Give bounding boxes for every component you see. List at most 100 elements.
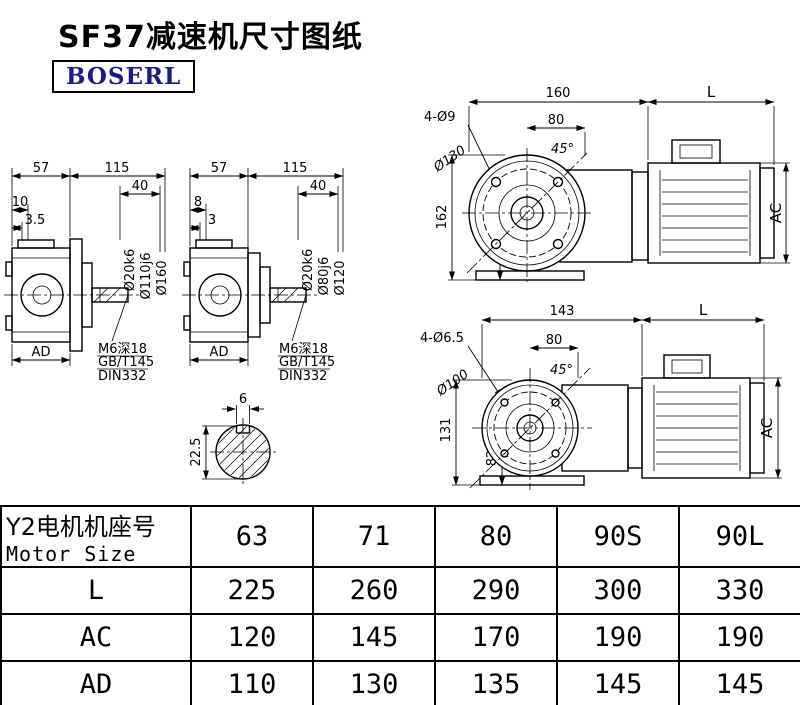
table-cell: 170 <box>434 613 558 662</box>
dimension-lines-view4 <box>453 317 781 486</box>
dim-131: 131 <box>439 418 454 443</box>
dim-AD-view2: AD <box>210 345 229 360</box>
dim-160: 160 <box>546 86 571 101</box>
table-cell: 260 <box>312 566 436 615</box>
dim-115: 115 <box>105 161 130 176</box>
base-foot-bottom <box>479 475 585 486</box>
dim-L-bottom: L <box>699 301 708 319</box>
bolt-hole <box>500 398 509 407</box>
dim-spigot-dia-view2: Ø80j6 <box>317 257 332 296</box>
table-cell: 120 <box>190 613 314 662</box>
dimension-lines-view1 <box>11 173 166 363</box>
flange-motor-view-top: 160 L 80 4-Ø9 45° Ø130 162 82 AC <box>424 83 790 282</box>
dim-AC-bottom: AC <box>758 418 776 438</box>
tap-hole-note-view1: M6深18 GB/T145 DIN332 <box>97 294 154 384</box>
brand-text: BOSERL <box>66 63 182 90</box>
dim-flange-dia-view1: Ø160 <box>155 260 170 295</box>
base-foot-top <box>475 270 585 281</box>
col-size-71: 71 <box>312 505 436 568</box>
dim-spigot-dia-view1: Ø110j6 <box>139 253 154 300</box>
dim-6: 6 <box>239 392 247 407</box>
dim-flange-dia-view2: Ø120 <box>333 260 348 295</box>
header-line-cn: Y2电机机座号 <box>6 513 156 541</box>
table-cell: 110 <box>190 660 314 705</box>
table-header-row: Y2电机机座号 Motor Size 63 71 80 90S 90L <box>0 505 800 568</box>
dim-80-top: 80 <box>548 113 565 128</box>
dim-AD: AD <box>32 345 51 360</box>
table-cell: 190 <box>556 613 680 662</box>
dim-bolt-circle-top: Ø130 <box>431 143 469 176</box>
note-line-1-view1: M6深18 <box>98 342 147 357</box>
dim-shaft-dia-view2: Ø20k6 <box>301 249 316 292</box>
dim-40: 40 <box>132 179 149 194</box>
col-size-80: 80 <box>434 505 558 568</box>
dim-10: 10 <box>12 195 29 210</box>
flange-motor-view-bottom: 143 L 80 4-Ø6.5 45° Ø100 131 82 AC <box>420 301 782 490</box>
table-cell: 135 <box>434 660 558 705</box>
dim-115-view2: 115 <box>283 161 308 176</box>
motor-side-view-bottom <box>641 354 765 479</box>
bolt-hole <box>551 449 560 458</box>
brand-logo: BOSERL <box>52 60 196 93</box>
col-size-63: 63 <box>190 505 314 568</box>
note-line-2-view2: GB/T145 <box>279 355 335 370</box>
note-line-1-view2: M6深18 <box>279 342 328 357</box>
col-size-90S: 90S <box>556 505 680 568</box>
table-cell: 290 <box>434 566 558 615</box>
dim-162: 162 <box>435 205 450 230</box>
dim-57: 57 <box>33 161 50 176</box>
dim-22-5: 22.5 <box>189 438 204 467</box>
section-hatching <box>217 426 269 478</box>
housing-outline-view1 <box>5 238 129 352</box>
technical-drawing-canvas: 57 115 40 10 3.5 AD <box>4 83 790 490</box>
row-label-AD: AD <box>0 660 192 705</box>
housing-outline-view2 <box>183 239 307 343</box>
dim-bolt-holes-top: 4-Ø9 <box>424 110 455 125</box>
table-cell: 145 <box>678 660 800 705</box>
dim-3-5: 3.5 <box>25 213 46 228</box>
dim-L-top: L <box>707 83 716 101</box>
dim-45deg-bottom: 45° <box>550 363 573 378</box>
bolt-hole <box>552 238 564 250</box>
header-motor-size: Y2电机机座号 Motor Size <box>0 505 192 568</box>
dim-bolt-circle-bottom: Ø100 <box>434 367 472 400</box>
motor-side-view-top <box>647 139 775 264</box>
dim-143: 143 <box>550 304 575 319</box>
flange-front-view-top <box>462 148 592 282</box>
gear-unit-side-view-1: 57 115 40 10 3.5 AD <box>4 161 170 384</box>
table-row-AC: AC 120 145 170 190 190 <box>0 613 800 662</box>
table-cell: 190 <box>678 613 800 662</box>
note-line-3-view2: DIN332 <box>279 369 327 384</box>
table-row-L: L 225 260 290 300 330 <box>0 566 800 615</box>
table-cell: 225 <box>190 566 314 615</box>
dim-57-view2: 57 <box>211 161 228 176</box>
table-row-AD: AD 110 130 135 145 145 <box>0 660 800 705</box>
extension-lines-view4 <box>452 324 782 486</box>
dim-AC-top: AC <box>767 203 785 223</box>
dim-3-view2: 3 <box>208 213 216 228</box>
table-cell: 145 <box>312 613 436 662</box>
dim-bolt-holes-bottom: 4-Ø6.5 <box>420 331 464 346</box>
shaft-cross-section-view: 6 22.5 <box>189 392 276 486</box>
row-label-L: L <box>0 566 192 615</box>
gear-unit-side-view-2: 57 115 40 8 3 AD Ø2 <box>182 161 348 384</box>
header-line-en: Motor Size <box>6 542 137 566</box>
row-label-AC: AC <box>0 613 192 662</box>
dim-40-view2: 40 <box>310 179 327 194</box>
note-line-3-view1: DIN332 <box>98 369 146 384</box>
dim-8-view2: 8 <box>194 195 202 210</box>
col-size-90L: 90L <box>678 505 800 568</box>
keyway-outline <box>235 425 251 434</box>
dimension-lines-view2 <box>189 173 344 363</box>
note-line-2-view1: GB/T145 <box>98 355 154 370</box>
table-cell: 330 <box>678 566 800 615</box>
table-cell: 130 <box>312 660 436 705</box>
bolt-hole <box>490 176 502 188</box>
dim-shaft-dia-view1: Ø20k6 <box>123 249 138 292</box>
motor-size-table: Y2电机机座号 Motor Size 63 71 80 90S 90L L 22… <box>0 505 800 705</box>
flange-front-view-bottom <box>469 367 592 490</box>
table-cell: 145 <box>556 660 680 705</box>
table-cell: 300 <box>556 566 680 615</box>
tap-hole-note-view2: M6深18 GB/T145 DIN332 <box>278 294 335 384</box>
